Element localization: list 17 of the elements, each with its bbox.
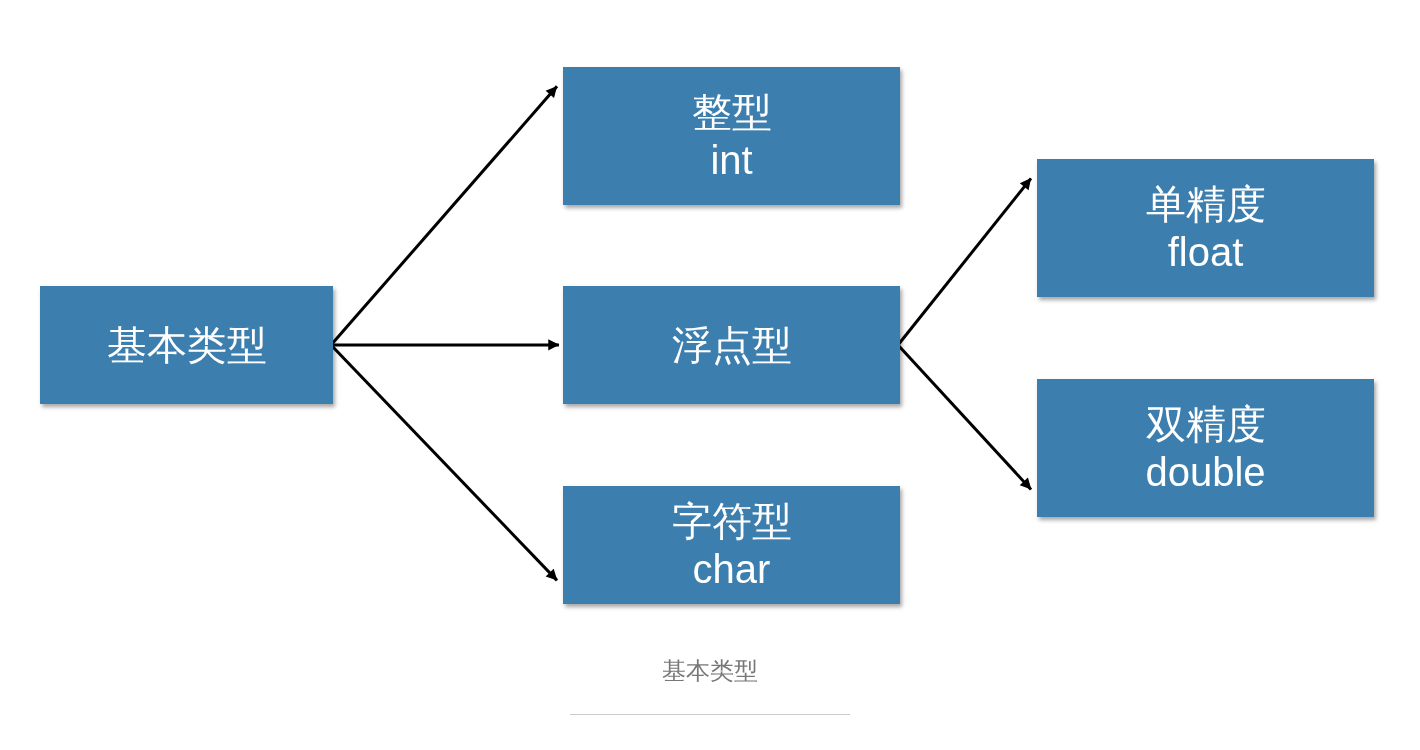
- type-box: [1037, 379, 1374, 517]
- type-keyword: double: [1145, 449, 1266, 496]
- type-name: 基本类型: [106, 321, 267, 369]
- type-keyword: float: [1167, 229, 1244, 276]
- type-keyword: char: [692, 546, 771, 593]
- type-box: [1037, 159, 1374, 297]
- type-name: 字符型: [671, 497, 792, 545]
- type-name: 整型: [691, 88, 772, 136]
- type-name: 单精度: [1145, 180, 1266, 228]
- type-box: [563, 486, 900, 604]
- type-box: [563, 286, 900, 404]
- type-box: [40, 286, 333, 404]
- type-name: 双精度: [1145, 400, 1266, 448]
- figure-caption: 基本类型: [661, 656, 759, 687]
- type-keyword: int: [710, 137, 753, 184]
- type-name: 浮点型: [671, 321, 792, 369]
- type-box: [563, 67, 900, 205]
